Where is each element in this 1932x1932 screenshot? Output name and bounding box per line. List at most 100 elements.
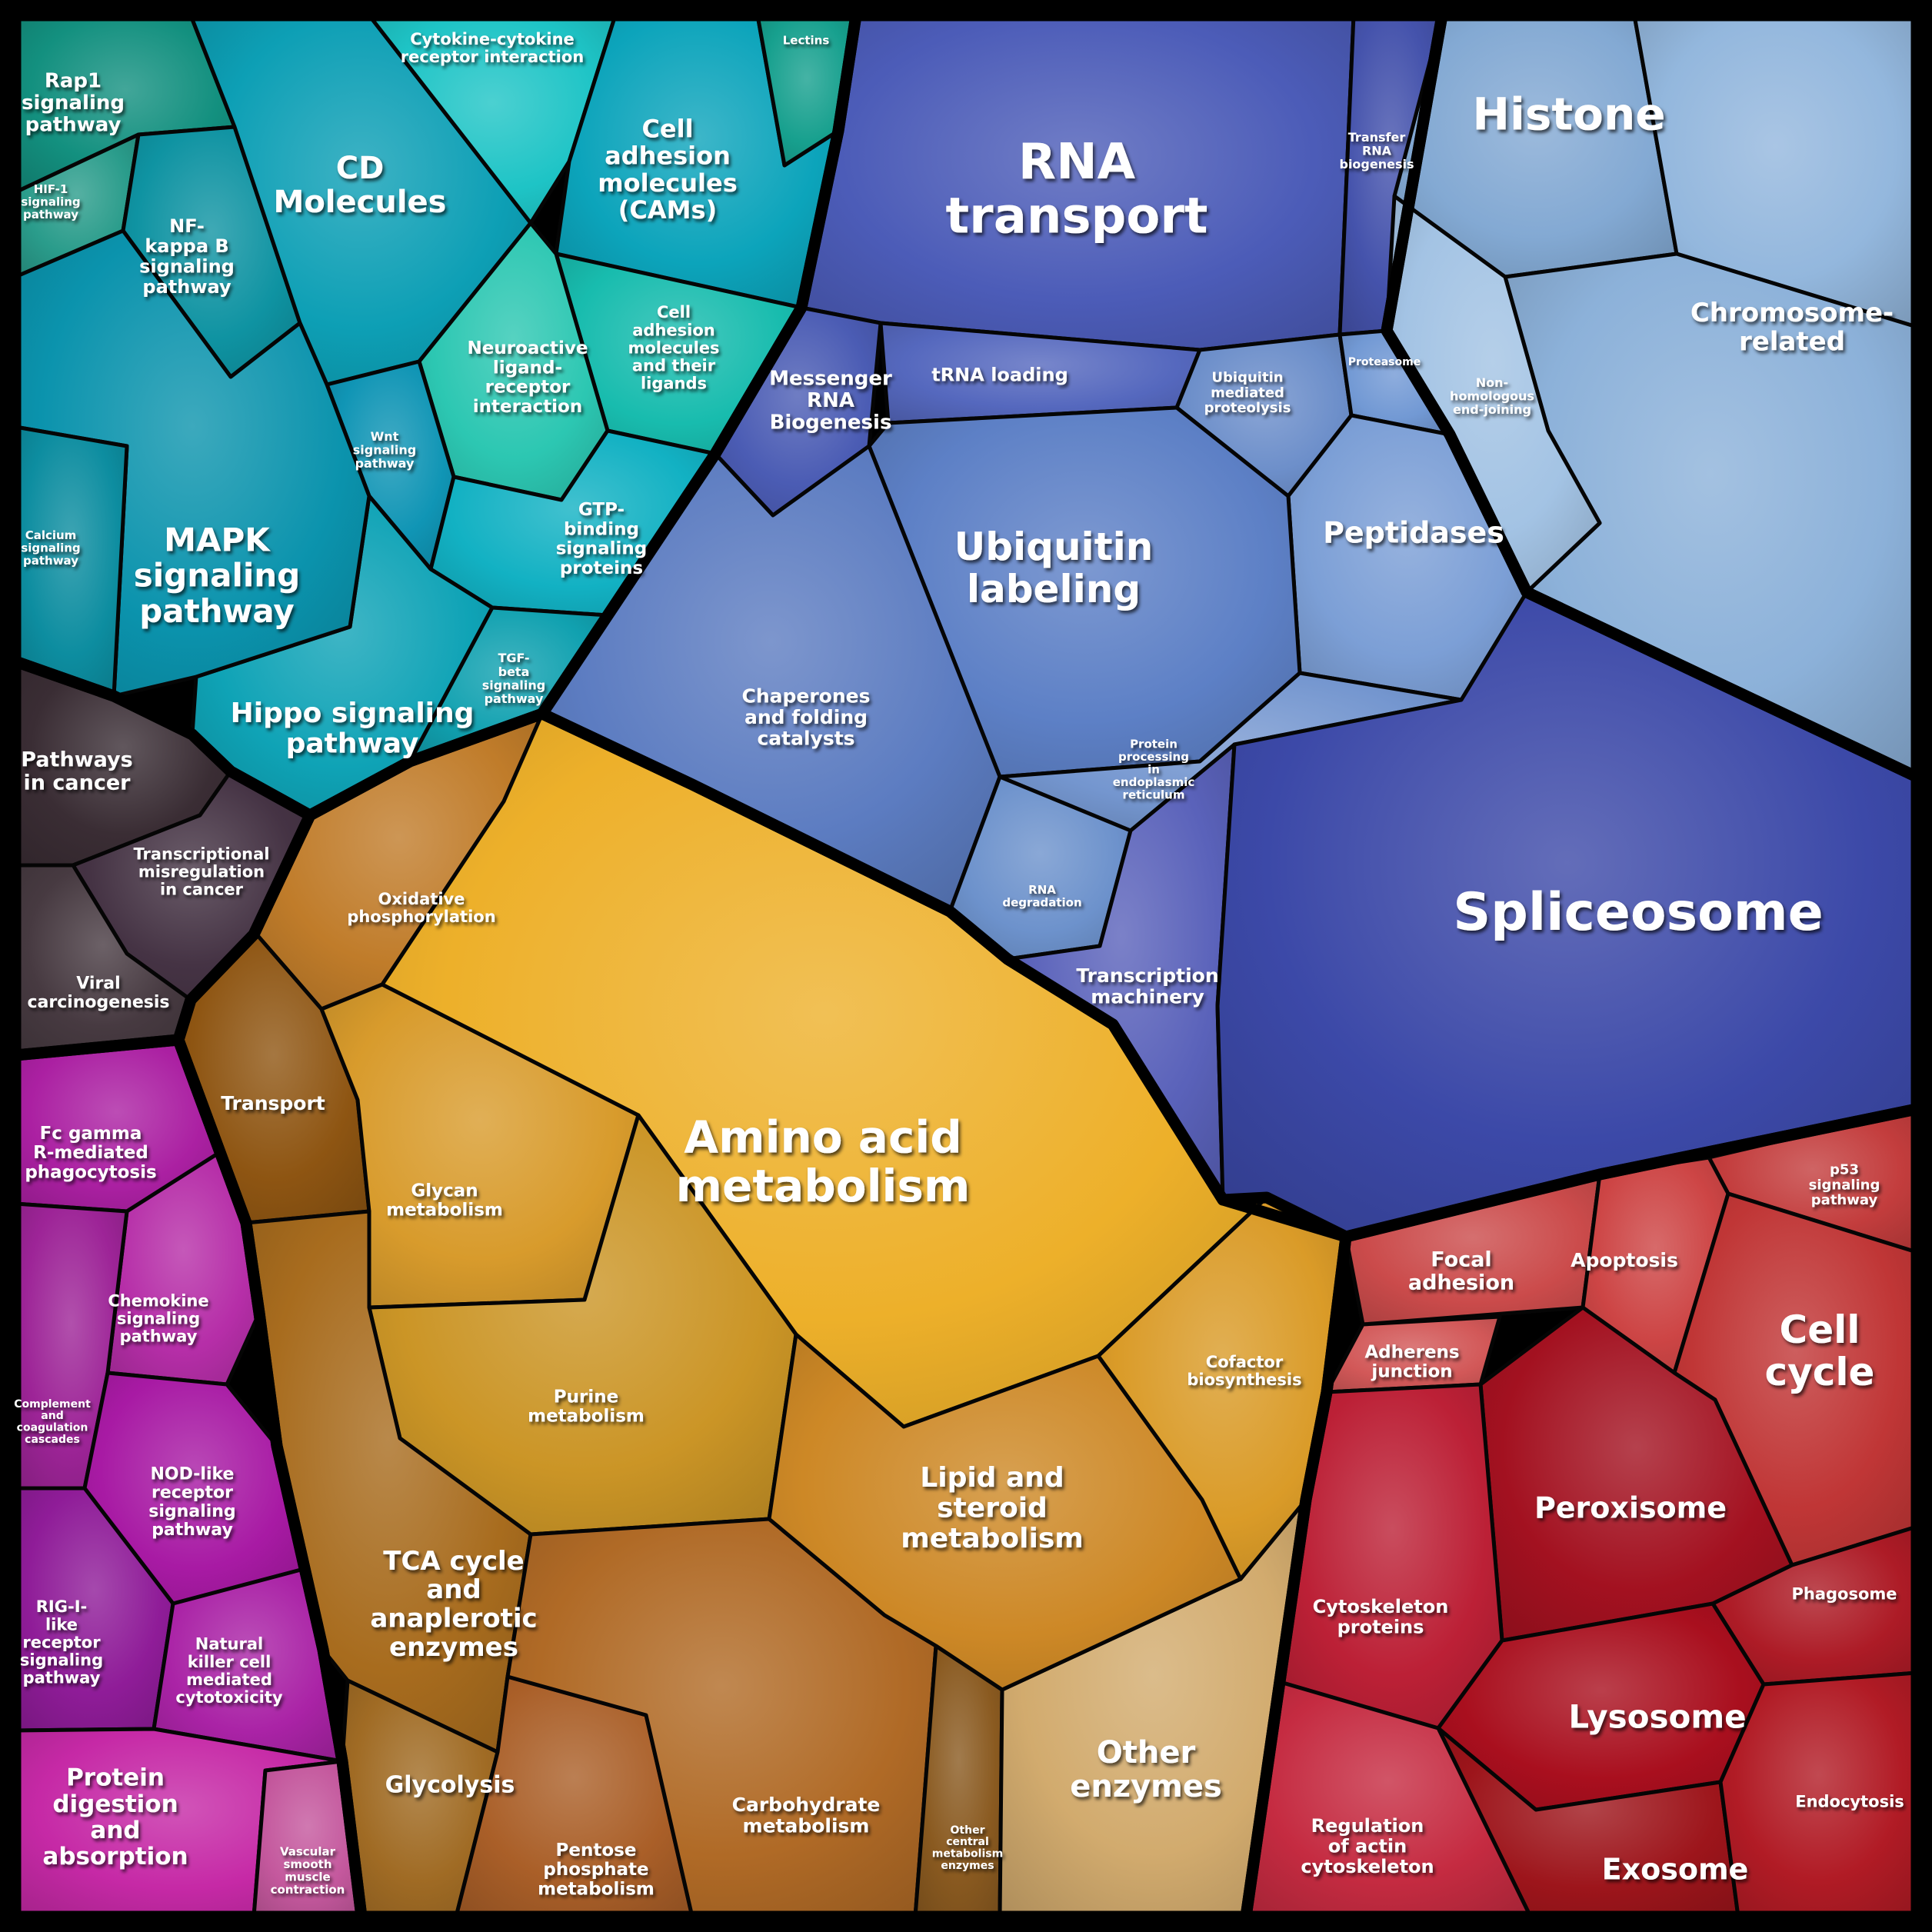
label-line: Peptidases [1323, 515, 1504, 549]
label-line: Wnt [371, 429, 399, 444]
label-line: in [1148, 762, 1160, 776]
label-line: Adherens [1364, 1342, 1459, 1362]
label-line: phosphorylation [347, 908, 495, 926]
label-line: Cell [1780, 1307, 1860, 1352]
label-line: and [41, 1410, 63, 1422]
label-line: adhesion [632, 321, 715, 339]
label-line: Ubiquitin [1211, 370, 1283, 386]
label-line: CD [336, 151, 385, 186]
label-line: pathway [355, 456, 415, 471]
label-line: RNA [1028, 883, 1056, 897]
label-line: Viral [76, 974, 120, 994]
label-line: Rap1 [45, 70, 102, 93]
label-line: Natural [195, 1635, 263, 1654]
label-line: end-joining [1453, 402, 1531, 417]
label-line: Phagosome [1791, 1584, 1897, 1603]
label-line: receptor interaction [401, 48, 584, 66]
label-line: misregulation [138, 862, 265, 881]
label-line: cytoskeleton [1301, 1856, 1434, 1877]
label-line: endoplasmic [1113, 775, 1195, 789]
label-line: enzymes [941, 1860, 994, 1872]
label-endocytosis: Endocytosis [1795, 1792, 1904, 1810]
label-line: and their [632, 356, 716, 375]
label-line: receptor [22, 1633, 101, 1651]
label-line: Lectins [783, 33, 830, 47]
label-line: proteins [1337, 1617, 1424, 1638]
label-line: biosynthesis [1187, 1371, 1301, 1389]
label-line: Amino acid [684, 1111, 961, 1163]
label-line: Protein [66, 1764, 165, 1792]
label-spliceosome: Spliceosome [1453, 882, 1824, 943]
label-line: Hippo signaling [231, 698, 475, 729]
label-line: Cytoskeleton [1313, 1596, 1449, 1617]
label-line: Lipid and [920, 1462, 1064, 1494]
label-line: machinery [1091, 986, 1204, 1008]
label-line: signaling [556, 539, 648, 559]
label-line: digestion [52, 1790, 178, 1818]
label-line: Cell [641, 114, 693, 143]
label-line: Non- [1476, 375, 1508, 390]
label-line: signaling [148, 1502, 235, 1521]
label-line: Exosome [1602, 1852, 1749, 1886]
label-line: transport [946, 188, 1208, 245]
label-line: ligand- [493, 358, 562, 378]
label-line: in cancer [24, 771, 132, 794]
label-line: metabolism [901, 1523, 1084, 1554]
label-histone: Histone [1472, 88, 1665, 140]
label-line: signaling [1809, 1177, 1880, 1193]
label-line: Fc gamma [40, 1124, 142, 1144]
label-line: Messenger [769, 368, 892, 391]
label-line: and [426, 1574, 481, 1605]
label-trna_loading: tRNA loading [931, 364, 1068, 385]
label-line: Cofactor [1206, 1353, 1284, 1371]
label-line: processing [1118, 750, 1189, 764]
label-line: tRNA loading [931, 364, 1068, 385]
label-line: adhesion [605, 142, 731, 171]
label-line: Calcium [25, 528, 77, 542]
label-line: pathway [286, 728, 419, 759]
label-exosome: Exosome [1602, 1852, 1749, 1886]
label-line: pathway [152, 1521, 233, 1540]
label-line: adhesion [1408, 1271, 1514, 1294]
label-line: Protein [1130, 737, 1178, 751]
label-line: Other [951, 1824, 985, 1837]
label-line: beta [498, 665, 530, 679]
label-line: muscle [285, 1870, 330, 1884]
label-peptidases: Peptidases [1323, 515, 1504, 549]
label-line: pathway [485, 691, 544, 706]
label-line: R-mediated [33, 1143, 148, 1163]
label-line: phagocytosis [25, 1162, 156, 1182]
label-line: Pathways [21, 748, 132, 772]
label-line: pathway [142, 276, 232, 298]
label-line: metabolism [932, 1848, 1003, 1860]
label-line: interaction [473, 397, 582, 417]
label-lysosome: Lysosome [1568, 1698, 1746, 1736]
label-line: of actin [1328, 1835, 1407, 1857]
label-line: Glycan [411, 1181, 478, 1201]
label-line: RNA [807, 389, 854, 412]
label-line: NF- [169, 215, 205, 237]
label-line: metabolism [743, 1815, 870, 1837]
label-line: labeling [967, 567, 1141, 611]
